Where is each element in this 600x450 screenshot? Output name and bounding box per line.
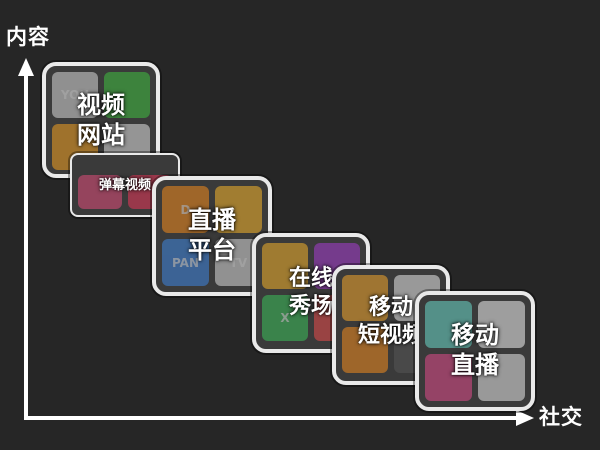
momo-live-app-icon — [478, 354, 525, 401]
y-axis-arrow-icon — [18, 58, 34, 76]
huajiao-app-icon — [425, 354, 472, 401]
stage-card-mobile-live: 移动 直播 — [415, 291, 535, 411]
stage-label: 移动 直播 — [451, 321, 499, 379]
meipai-app-icon — [342, 327, 388, 373]
app-icon-glyph: YOU — [60, 88, 90, 102]
app-icon-glyph: X — [280, 311, 290, 325]
stage-label: 直播 平台 — [188, 206, 236, 264]
panda-tv-app-icon: PAN — [162, 239, 209, 286]
9xiu-app-icon: X — [262, 295, 308, 341]
y-axis-label: 内容 — [6, 25, 50, 49]
stage-label: 在线 秀场 — [288, 266, 333, 319]
x-axis-arrow-icon — [516, 410, 534, 426]
stage-label: 视频 网站 — [77, 91, 125, 149]
yizhibo-app-icon — [478, 301, 525, 348]
stage-label: 弹幕视频 — [98, 178, 151, 193]
huya-app-icon — [215, 186, 262, 233]
youku-app-icon: YOU — [52, 72, 98, 118]
app-icon-glyph: D — [180, 202, 191, 217]
yy-app-icon — [262, 243, 308, 289]
iqiyi-app-icon — [104, 72, 150, 118]
app-icon-glyph: PAN — [171, 255, 200, 270]
x-axis-label: 社交 — [539, 405, 583, 429]
miaopai-app-icon — [342, 275, 388, 321]
acfun-app-icon — [78, 175, 122, 209]
app-icon-glyph: TV — [229, 255, 248, 270]
stage-label: 移动 短视频 — [357, 295, 424, 348]
douyu-app-icon: D — [162, 186, 209, 233]
inke-app-icon — [425, 301, 472, 348]
